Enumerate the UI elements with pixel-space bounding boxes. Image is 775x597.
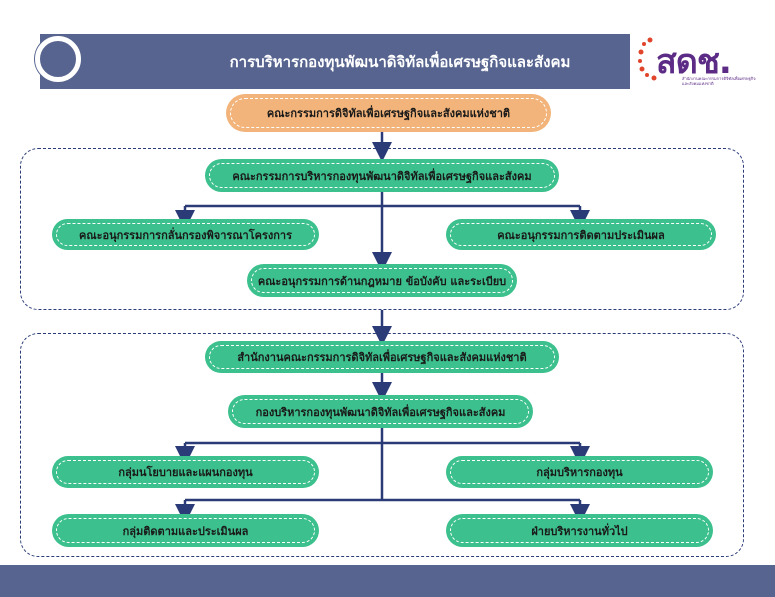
logo-subtitle: สำนักงานคณะกรรมการดิจิทัลเพื่อเศรษฐกิจแล… [682, 76, 756, 86]
node-label: กลุ่มติดตามและประเมินผล [122, 524, 249, 538]
node-evaluation-subcommittee: คณะอนุกรรมการติดตามประเมินผล [446, 219, 716, 250]
node-label: กลุ่มนโยบายและแผนกองทุน [118, 466, 253, 479]
node-fund-management-group: กลุ่มบริหารกองทุน [446, 456, 713, 488]
node-label: ฝ่ายบริหารงานทั่วไป [531, 524, 628, 538]
node-general-admin: ฝ่ายบริหารงานทั่วไป [446, 514, 713, 547]
node-policy-group: กลุ่มนโยบายและแผนกองทุน [52, 456, 319, 488]
node-monitoring-group: กลุ่มติดตามและประเมินผล [52, 514, 319, 547]
node-onde-office: สำนักงานคณะกรรมการดิจิทัลเพื่อเศรษฐกิจแล… [205, 341, 559, 373]
node-label: คณะกรรมการบริหารกองทุนพัฒนาดิจิทัลเพื่อเ… [232, 169, 532, 183]
header-circle [35, 36, 81, 82]
node-label: สำนักงานคณะกรรมการดิจิทัลเพื่อเศรษฐกิจแล… [237, 351, 527, 364]
node-label: กลุ่มบริหารกองทุน [536, 466, 623, 479]
node-fund-division: กองบริหารกองทุนพัฒนาดิจิทัลเพื่อเศรษฐกิจ… [228, 395, 533, 428]
node-national-committee: คณะกรรมการดิจิทัลเพื่อเศรษฐกิจและสังคมแห… [226, 94, 551, 132]
node-legal-subcommittee: คณะอนุกรรมการด้านกฎหมาย ข้อบังคับ และระเ… [247, 264, 517, 297]
onde-logo: สดช. สำนักงานคณะกรรมการดิจิทัลเพื่อเศรษฐ… [636, 32, 756, 92]
node-screening-subcommittee: คณะอนุกรรมการกลั่นกรองพิจารณาโครงการ [52, 219, 319, 250]
node-label: กองบริหารกองทุนพัฒนาดิจิทัลเพื่อเศรษฐกิจ… [255, 405, 506, 419]
node-label: คณะอนุกรรมการกลั่นกรองพิจารณาโครงการ [79, 228, 292, 242]
logo-text: สดช. [656, 42, 732, 82]
node-label: คณะอนุกรรมการติดตามประเมินผล [497, 228, 665, 242]
node-label: คณะอนุกรรมการด้านกฎหมาย ข้อบังคับ และระเ… [257, 274, 507, 288]
group-committee-box [20, 148, 744, 310]
header-bar: การบริหารกองทุนพัฒนาดิจิทัลเพื่อเศรษฐกิจ… [40, 34, 630, 89]
page-title: การบริหารกองทุนพัฒนาดิจิทัลเพื่อเศรษฐกิจ… [229, 53, 571, 71]
logo-dots-icon [638, 37, 657, 81]
node-fund-committee: คณะกรรมการบริหารกองทุนพัฒนาดิจิทัลเพื่อเ… [205, 159, 559, 192]
group-office-box [20, 333, 744, 557]
node-label: คณะกรรมการดิจิทัลเพื่อเศรษฐกิจและสังคมแห… [266, 107, 511, 120]
footer-bar [0, 565, 775, 597]
